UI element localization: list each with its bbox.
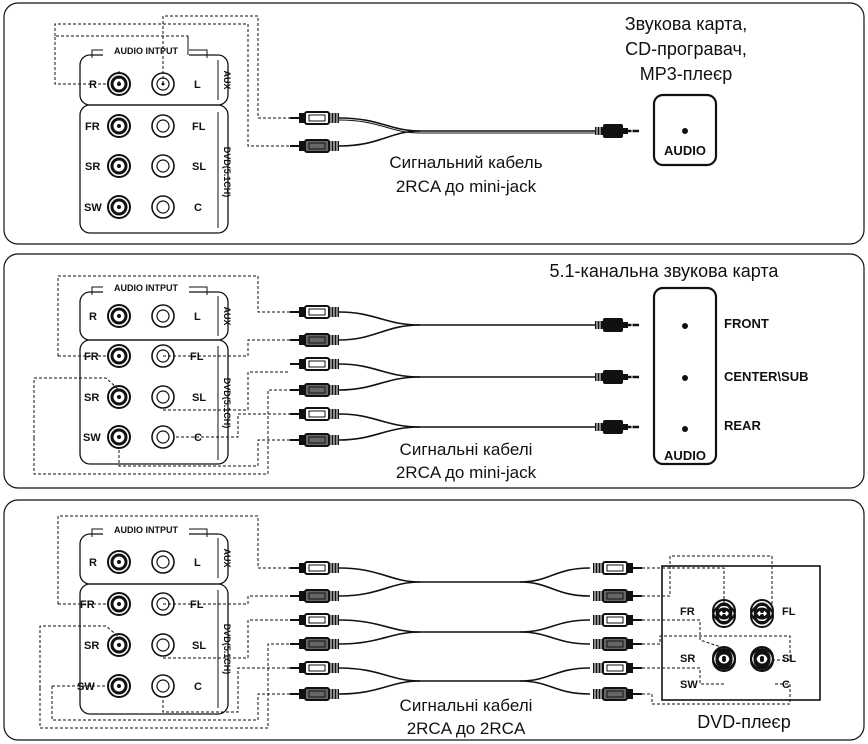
- panel-1-device-line2: CD-програвач,: [625, 39, 747, 59]
- panel-2-audio-label: AUDIO: [664, 448, 706, 463]
- rear-label: REAR: [724, 418, 761, 433]
- panel-3-cable-line1: Сигнальні кабелі: [400, 696, 533, 715]
- sr-label: SR: [84, 392, 99, 404]
- panel-1-device-line1: Звукова карта,: [625, 14, 747, 34]
- sw-label: SW: [83, 432, 101, 444]
- panel-2-title: 5.1-канальна звукова карта: [550, 261, 780, 281]
- dvd-c-label: C: [782, 679, 790, 691]
- c-label: C: [194, 202, 202, 214]
- r-label: R: [89, 79, 97, 91]
- audio-input-label: AUDIO INTPUT: [114, 525, 179, 535]
- panel-1-audio-device: AUDIO: [652, 93, 718, 167]
- center-sub-label: CENTER\SUB: [724, 369, 809, 384]
- panel-3-dvd-player: [661, 565, 821, 701]
- panel-2-input-block: AUDIO INTPUT AUX DVD(5.1CH) R L FR FL SR…: [79, 281, 232, 465]
- panel-3-cables: [289, 561, 643, 701]
- panel-2-cables: [289, 305, 641, 447]
- dvd-label: DVD(5.1CH): [222, 147, 232, 198]
- panel-3-dashed-routes: [39, 515, 290, 729]
- panel-3-dvd-routes: [642, 555, 791, 705]
- r-label: R: [89, 311, 97, 323]
- sr-label: SR: [84, 640, 99, 652]
- fr-label: FR: [85, 121, 100, 133]
- sl-label: SL: [192, 392, 206, 404]
- sl-label: SL: [192, 640, 206, 652]
- fr-label: FR: [80, 599, 95, 611]
- panel-1-cable-line1: Сигнальний кабель: [389, 153, 542, 172]
- dvd-fr-label: FR: [680, 606, 695, 618]
- audio-input-label: AUDIO INTPUT: [114, 46, 179, 56]
- dvd-label: DVD(5.1CH): [222, 624, 232, 675]
- aux-label: AUX: [222, 306, 232, 325]
- front-label: FRONT: [724, 316, 769, 331]
- panel-1-frame: [3, 2, 865, 245]
- panel-2-dashed-routes: [33, 275, 290, 475]
- panel-2-audio-device: AUDIO: [652, 286, 718, 466]
- dvd-sw-label: SW: [680, 679, 698, 691]
- sw-label: SW: [77, 681, 95, 693]
- l-label: L: [194, 311, 201, 323]
- panel-2-cable-line1: Сигнальні кабелі: [400, 440, 533, 459]
- panel-1-audio-label: AUDIO: [664, 143, 706, 158]
- c-label: C: [194, 432, 202, 444]
- panel-3-cable-line2: 2RCA до 2RCA: [407, 719, 526, 738]
- panel-1-device-line3: MP3-плеєр: [640, 64, 732, 84]
- aux-label: AUX: [222, 548, 232, 567]
- aux-label: AUX: [222, 70, 232, 89]
- l-label: L: [194, 557, 201, 569]
- dvd-sr-label: SR: [680, 653, 695, 665]
- panel-1-cables: [289, 111, 641, 153]
- fl-label: FL: [190, 599, 204, 611]
- panel-2-frame: [3, 253, 865, 489]
- panel-3-input-block: AUDIO INTPUT AUX DVD(5.1CH) R L FR FL SR…: [77, 523, 232, 715]
- sr-label: SR: [85, 161, 100, 173]
- fr-label: FR: [84, 351, 99, 363]
- dvd-label: DVD(5.1CH): [222, 378, 232, 429]
- sw-label: SW: [84, 202, 102, 214]
- c-label: C: [194, 681, 202, 693]
- fl-label: FL: [190, 351, 204, 363]
- panel-2-cable-line2: 2RCA до mini-jack: [396, 463, 537, 482]
- l-label: L: [194, 79, 201, 91]
- dvd-sl-label: SL: [782, 653, 796, 665]
- panel-1-dashed-routes: [54, 15, 290, 147]
- panel-3-frame: [3, 499, 865, 741]
- dvd-fl-label: FL: [782, 606, 796, 618]
- panel-1-input-block: AUDIO INTPUT AUX DVD(5.1CH) R L FR FL SR…: [79, 44, 232, 234]
- audio-input-label: AUDIO INTPUT: [114, 283, 179, 293]
- panel-1-cable-line2: 2RCA до mini-jack: [396, 177, 537, 196]
- sl-label: SL: [192, 161, 206, 173]
- fl-label: FL: [192, 121, 206, 133]
- r-label: R: [89, 557, 97, 569]
- dvd-player-label: DVD-плеєр: [697, 712, 790, 732]
